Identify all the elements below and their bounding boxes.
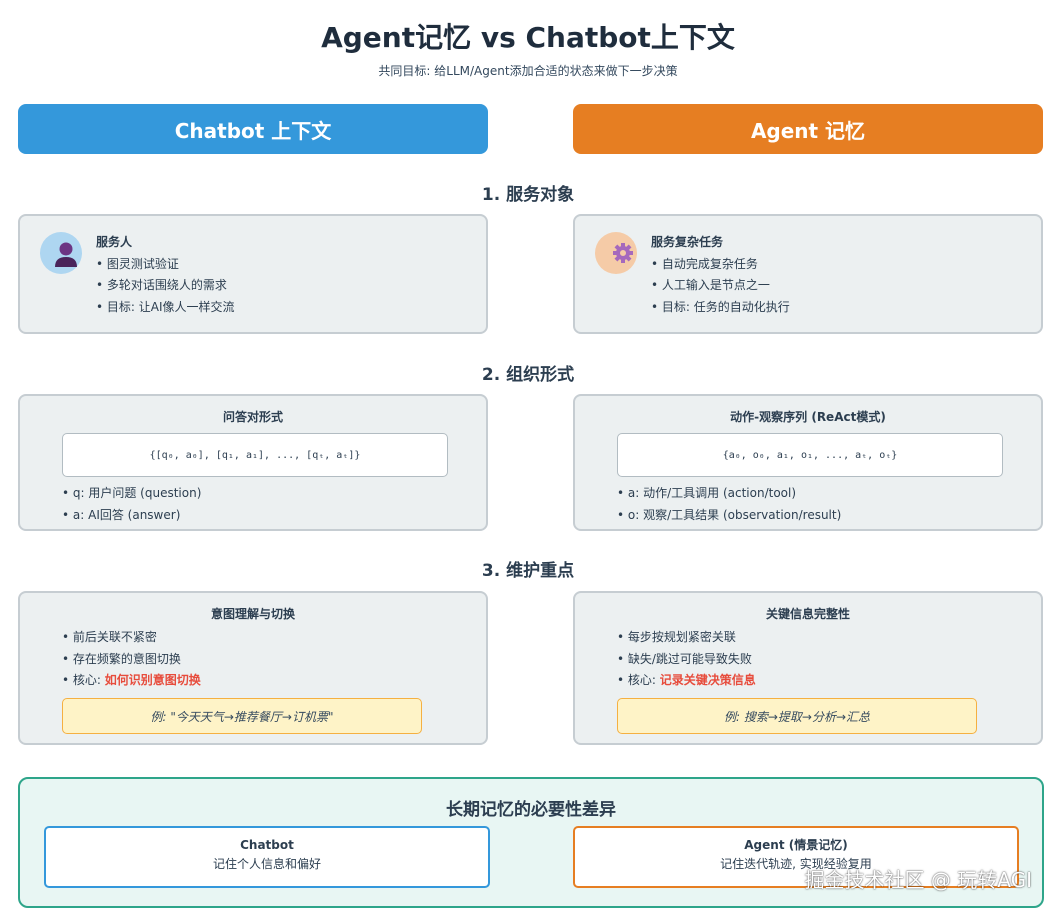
agent-format-card: 动作-观察序列 (ReAct模式) {a₀, o₀, a₁, o₁, ..., … — [573, 394, 1043, 531]
core-value: 如何识别意图切换 — [104, 673, 201, 687]
list-item: • 人工输入是节点之一 — [651, 278, 770, 292]
agent-format-heading: 动作-观察序列 (ReAct模式) — [730, 410, 886, 424]
gear-icon — [595, 232, 637, 274]
list-item: • 前后关联不紧密 — [62, 630, 157, 644]
list-item: • q: 用户问题 (question) — [62, 486, 202, 500]
list-item: • 多轮对话围绕人的需求 — [96, 278, 227, 292]
agent-example-box: 例: 搜索→提取→分析→汇总 — [617, 698, 977, 734]
agent-focus-heading: 关键信息完整性 — [765, 607, 850, 621]
list-item: • 目标: 任务的自动化执行 — [651, 299, 790, 314]
list-item: • 存在频繁的意图切换 — [62, 651, 181, 666]
list-item: • a: 动作/工具调用 (action/tool) — [617, 486, 797, 500]
watermark: 掘金技术社区 @ 玩转AGI — [804, 868, 1032, 892]
chatbot-example-box: 例: "今天天气→推荐餐厅→订机票" — [62, 698, 422, 734]
chatbot-focus-heading: 意图理解与切换 — [210, 607, 295, 621]
long-term-memory-title: 长期记忆的必要性差异 — [446, 800, 616, 820]
agent-service-text: 服务复杂任务 • 自动完成复杂任务 • 人工输入是节点之一 • 目标: 任务的自… — [651, 232, 790, 318]
chatbot-memory-heading: Chatbot — [240, 838, 294, 852]
chatbot-column-header: Chatbot 上下文 — [18, 104, 488, 154]
chatbot-format-heading: 问答对形式 — [222, 410, 283, 424]
list-item: • 核心: 记录关键决策信息 — [617, 670, 756, 692]
agent-focus-list: • 每步按规划紧密关联 • 缺失/跳过可能导致失败 • 核心: 记录关键决策信息 — [617, 627, 756, 692]
agent-memory-box: Agent (情景记忆) 记住迭代轨迹, 实现经验复用 — [573, 826, 1019, 888]
core-value: 记录关键决策信息 — [659, 673, 756, 687]
chatbot-format-code: {[q₀, a₀], [q₁, a₁], ..., [qₜ, aₜ]} — [62, 433, 448, 477]
chatbot-service-heading: 服务人 — [96, 235, 133, 249]
section-2-title: 2. 组织形式 — [481, 365, 575, 385]
list-item: • 核心: 如何识别意图切换 — [62, 670, 201, 692]
chatbot-focus-list: • 前后关联不紧密 • 存在频繁的意图切换 • 核心: 如何识别意图切换 — [62, 627, 201, 692]
list-item: • o: 观察/工具结果 (observation/result) — [617, 507, 842, 522]
list-item: • 缺失/跳过可能导致失败 — [617, 651, 752, 666]
list-item: • a: AI回答 (answer) — [62, 507, 181, 522]
core-label: • 核心: — [62, 673, 105, 687]
agent-service-card: 服务复杂任务 • 自动完成复杂任务 • 人工输入是节点之一 • 目标: 任务的自… — [573, 214, 1043, 334]
agent-column-header: Agent 记忆 — [573, 104, 1043, 154]
page-subtitle: 共同目标: 给LLM/Agent添加合适的状态来做下一步决策 — [378, 64, 678, 78]
long-term-memory-panel: 长期记忆的必要性差异 Chatbot 记住个人信息和偏好 Agent (情景记忆… — [18, 777, 1044, 908]
chatbot-format-list: • q: 用户问题 (question) • a: AI回答 (answer) — [62, 483, 201, 526]
chatbot-format-card: 问答对形式 {[q₀, a₀], [q₁, a₁], ..., [qₜ, aₜ]… — [18, 394, 488, 531]
agent-memory-desc: 记住迭代轨迹, 实现经验复用 — [720, 857, 872, 871]
chatbot-service-card: 服务人 • 图灵测试验证 • 多轮对话围绕人的需求 • 目标: 让AI像人一样交… — [18, 214, 488, 334]
person-icon — [40, 232, 82, 274]
section-1-title: 1. 服务对象 — [481, 185, 575, 205]
list-item: • 每步按规划紧密关联 — [617, 630, 736, 644]
core-label: • 核心: — [617, 673, 660, 687]
agent-format-code: {a₀, o₀, a₁, o₁, ..., aₜ, oₜ} — [617, 433, 1003, 477]
agent-focus-card: 关键信息完整性 • 每步按规划紧密关联 • 缺失/跳过可能导致失败 • 核心: … — [573, 591, 1043, 745]
agent-format-list: • a: 动作/工具调用 (action/tool) • o: 观察/工具结果 … — [617, 483, 841, 526]
list-item: • 自动完成复杂任务 — [651, 256, 758, 271]
agent-service-heading: 服务复杂任务 — [651, 235, 724, 249]
chatbot-service-text: 服务人 • 图灵测试验证 • 多轮对话围绕人的需求 • 目标: 让AI像人一样交… — [96, 232, 235, 318]
page-title: Agent记忆 vs Chatbot上下文 — [321, 21, 735, 54]
list-item: • 目标: 让AI像人一样交流 — [96, 299, 235, 314]
section-3-title: 3. 维护重点 — [481, 561, 575, 581]
chatbot-memory-desc: 记住个人信息和偏好 — [212, 857, 321, 871]
agent-memory-heading: Agent (情景记忆) — [744, 838, 848, 852]
chatbot-focus-card: 意图理解与切换 • 前后关联不紧密 • 存在频繁的意图切换 • 核心: 如何识别… — [18, 591, 488, 745]
chatbot-memory-box: Chatbot 记住个人信息和偏好 — [44, 826, 490, 888]
list-item: • 图灵测试验证 — [96, 256, 179, 271]
